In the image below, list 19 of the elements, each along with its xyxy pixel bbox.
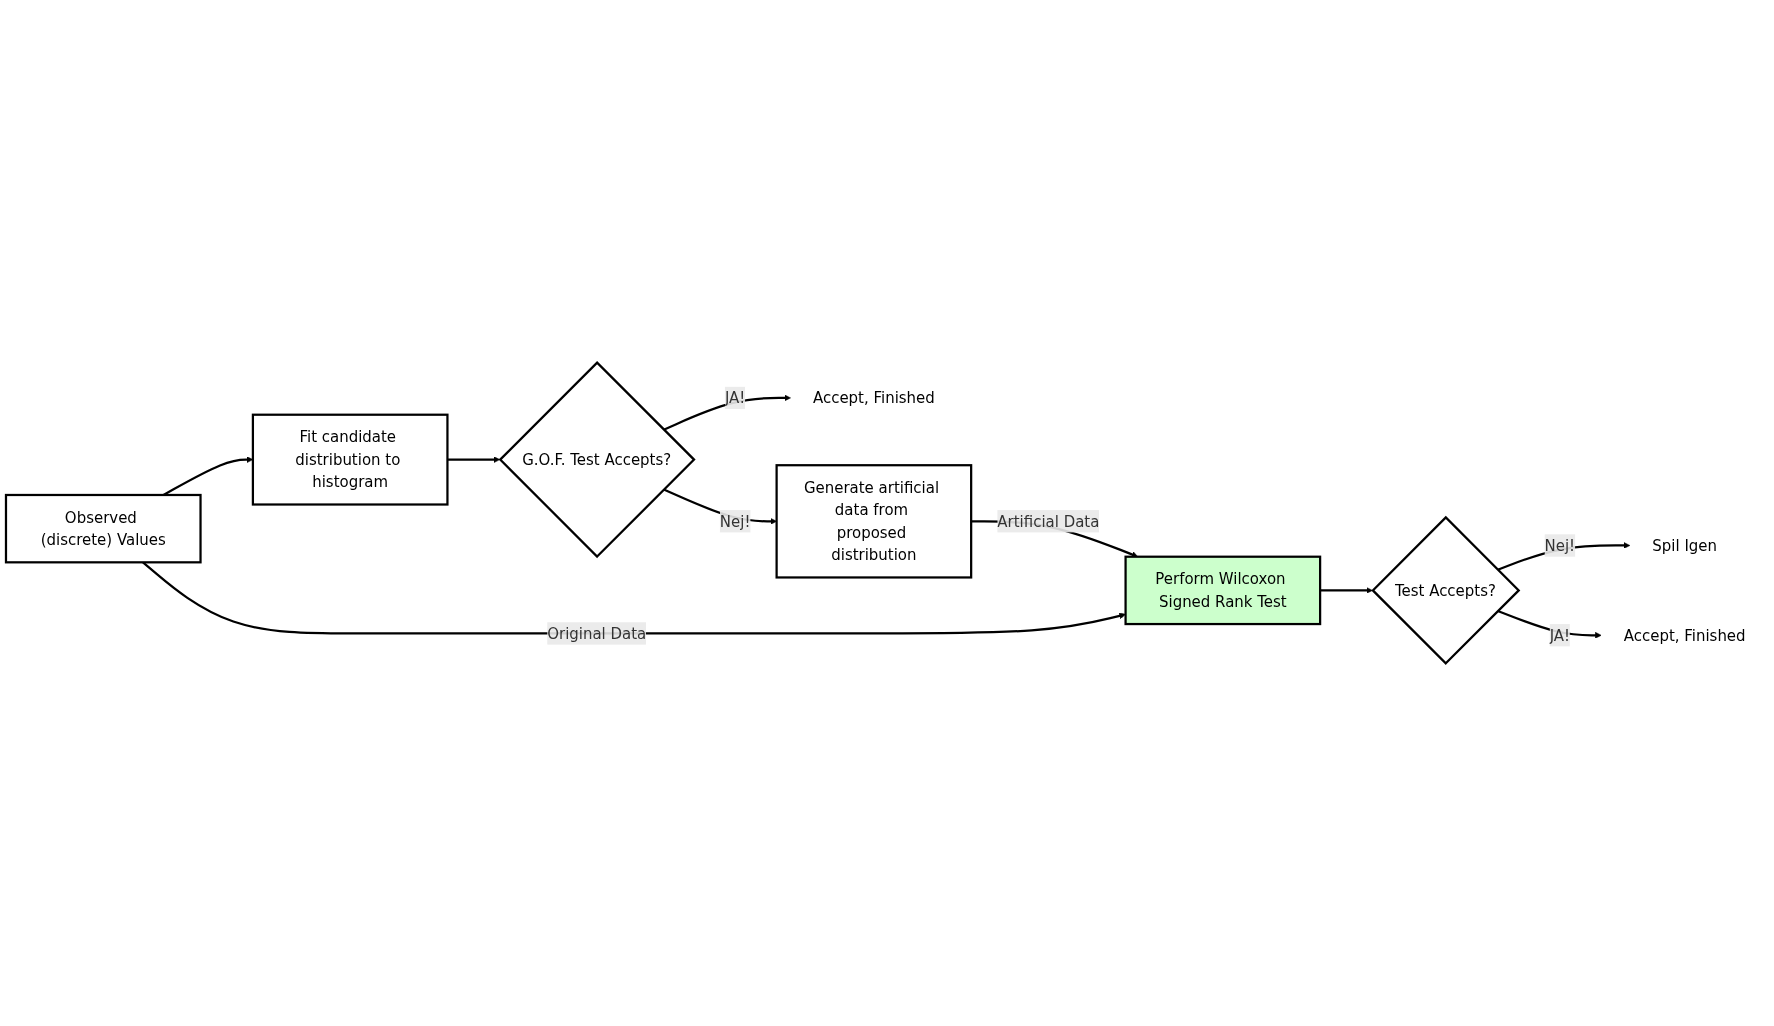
node-text: Accept, Finished — [1623, 626, 1746, 645]
node-box: Perform Wilcoxon Signed Rank Test — [1124, 555, 1322, 626]
node-text: Accept, Finished — [812, 388, 935, 407]
node-diamond: Test Accepts? — [1371, 515, 1521, 665]
edge-label: Original Data — [547, 624, 647, 643]
arrow — [1497, 609, 1602, 639]
node-text: Spil Igen — [1652, 536, 1717, 555]
edge-label: Nej! — [1544, 536, 1576, 555]
node-box: Generate artificial data from proposed distribution — [775, 464, 973, 579]
arrow — [447, 456, 501, 463]
arrow — [1320, 587, 1373, 594]
node-box: Fit candidate distribution to histogram — [251, 413, 449, 506]
arrow — [663, 394, 791, 431]
edge-label: Artificial Data — [997, 512, 1100, 531]
node-diamond: G.O.F. Test Accepts? — [498, 361, 696, 559]
node-box: Observed (discrete) Values — [4, 493, 202, 564]
edge-label: Nej! — [719, 512, 751, 531]
edge-label: JA! — [1549, 626, 1571, 645]
edge-label: JA! — [724, 388, 746, 407]
